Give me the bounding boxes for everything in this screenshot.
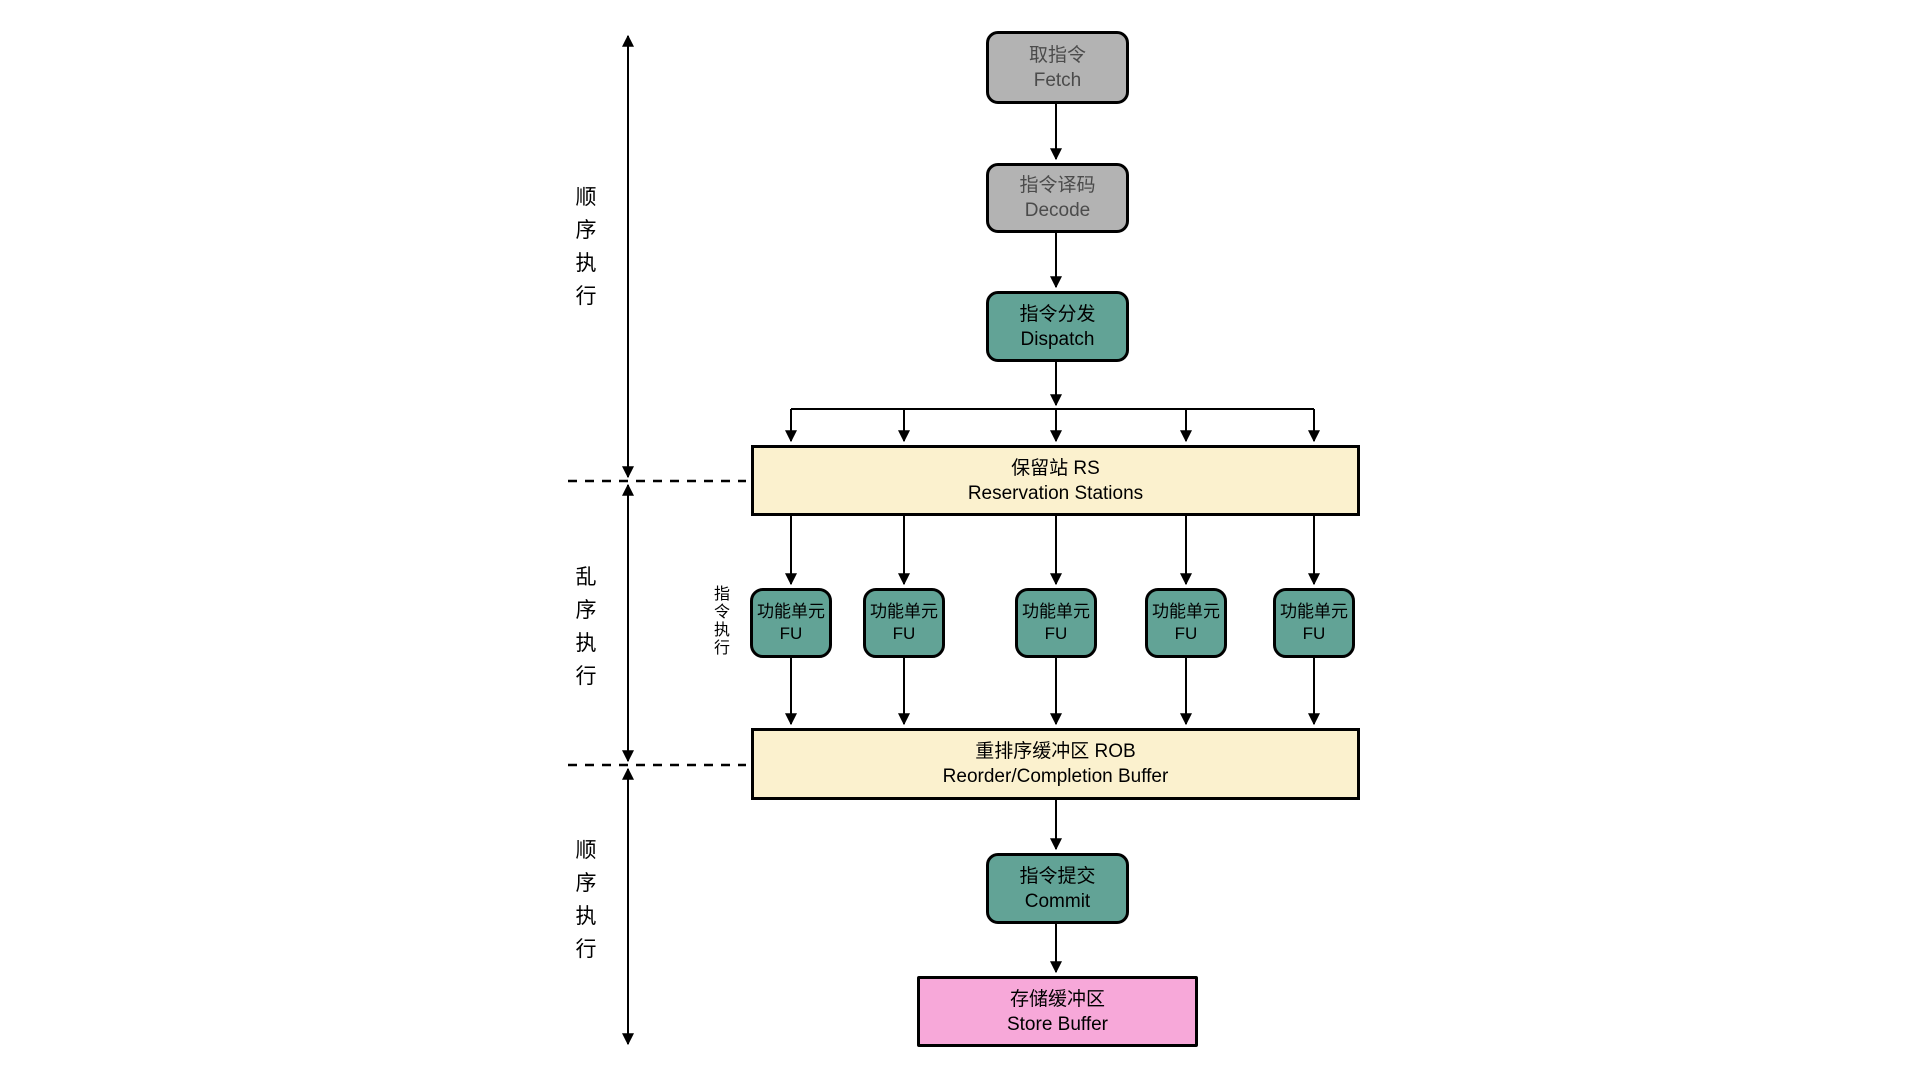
stage-rs-label-en: Reservation Stations	[967, 482, 1144, 504]
stage-functional-unit-5: 功能单元 FU	[1273, 588, 1355, 658]
stage-dispatch-label-en: Dispatch	[1020, 328, 1095, 350]
stage-rs-label-zh: 保留站 RS	[1011, 457, 1100, 479]
stage-commit: 指令提交 Commit	[986, 853, 1129, 924]
stage-functional-unit-3: 功能单元 FU	[1015, 588, 1097, 658]
phase-label-execute: 指令执行	[713, 586, 730, 657]
stage-fu-label-en: FU	[1174, 624, 1198, 643]
stage-store-buffer: 存储缓冲区 Store Buffer	[917, 976, 1198, 1047]
stage-fu-label-zh: 功能单元	[1280, 602, 1348, 621]
stage-store-buffer-label-en: Store Buffer	[1006, 1013, 1109, 1035]
stage-store-buffer-label-zh: 存储缓冲区	[1009, 988, 1105, 1010]
stage-decode: 指令译码 Decode	[986, 163, 1129, 233]
phase-label-in-order-bottom: 顺序执行	[575, 839, 597, 961]
stage-rob-label-zh: 重排序缓冲区 ROB	[975, 741, 1136, 762]
stage-functional-unit-2: 功能单元 FU	[863, 588, 945, 658]
stage-commit-label-zh: 指令提交	[1019, 865, 1096, 887]
phase-label-out-of-order: 乱序执行	[575, 566, 597, 688]
stage-reservation-stations: 保留站 RS Reservation Stations	[751, 445, 1360, 516]
stage-reorder-buffer: 重排序缓冲区 ROB Reorder/Completion Buffer	[751, 728, 1360, 800]
stage-fu-label-zh: 功能单元	[757, 602, 825, 621]
phase-label-in-order-top: 顺序执行	[575, 186, 597, 308]
stage-fetch-label-en: Fetch	[1033, 69, 1082, 91]
stage-fu-label-en: FU	[892, 624, 916, 643]
stage-fu-label-zh: 功能单元	[1152, 602, 1220, 621]
stage-dispatch: 指令分发 Dispatch	[986, 291, 1129, 362]
stage-decode-label-zh: 指令译码	[1019, 175, 1096, 196]
stage-fu-label-zh: 功能单元	[1022, 602, 1090, 621]
stage-dispatch-label-zh: 指令分发	[1019, 303, 1096, 325]
stage-decode-label-en: Decode	[1024, 200, 1091, 221]
stage-fu-label-zh: 功能单元	[870, 602, 938, 621]
stage-commit-label-en: Commit	[1024, 890, 1091, 912]
stage-fu-label-en: FU	[779, 624, 803, 643]
stage-rob-label-en: Reorder/Completion Buffer	[942, 766, 1169, 787]
stage-functional-unit-1: 功能单元 FU	[750, 588, 832, 658]
stage-fetch: 取指令 Fetch	[986, 31, 1129, 104]
stage-fu-label-en: FU	[1302, 624, 1326, 643]
stage-fu-label-en: FU	[1044, 624, 1068, 643]
stage-functional-unit-4: 功能单元 FU	[1145, 588, 1227, 658]
stage-fetch-label-zh: 取指令	[1028, 44, 1086, 66]
